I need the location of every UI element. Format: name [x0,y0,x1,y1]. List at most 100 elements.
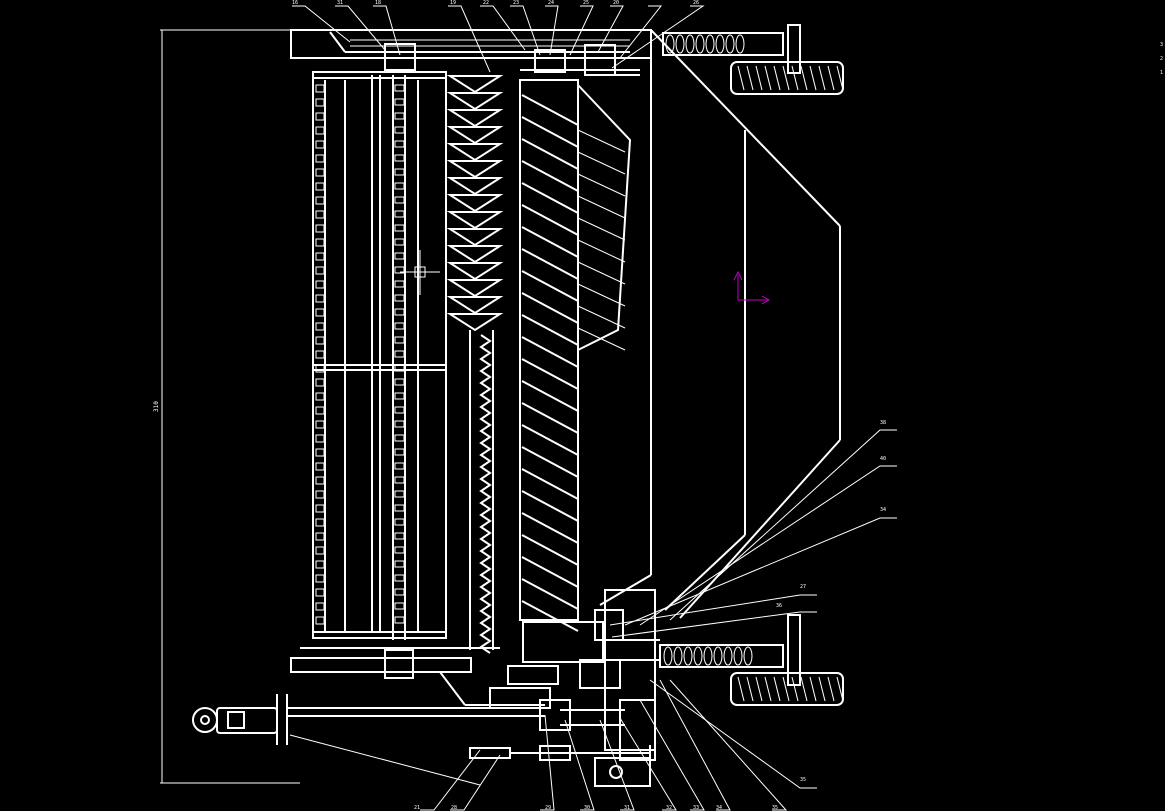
chain-links-left [315,84,325,625]
crosshair-cursor-icon [400,250,440,295]
slat [521,182,579,214]
slat [521,336,579,368]
knurl-line [737,65,745,91]
slat [521,226,579,258]
slat [521,314,579,346]
comb-tooth [446,211,504,230]
chain-link [394,252,405,260]
spring-coil [733,646,743,666]
knurl-line [827,676,835,702]
callout-19: 19 [450,0,456,6]
spring-coil [675,34,685,54]
chain-link [315,252,325,261]
chain-link [394,574,405,582]
chain-link [315,98,325,107]
chain-link [394,84,405,92]
spring-coil [663,646,673,666]
chain-link [394,266,405,274]
comb-tooth [446,126,504,145]
hydraulic-cylinder [192,694,545,786]
callout-16: 16 [292,0,298,6]
callout-labels-right: 38 40 34 27 36 35 [776,420,886,783]
chain-link [315,224,325,233]
spring-coil [693,646,703,666]
chain-link [394,560,405,568]
knurl-line [791,65,799,91]
leader-lines [292,5,897,811]
chain-link [315,168,325,177]
slat [521,270,579,302]
chain-link [315,392,325,401]
chain-link [394,336,405,344]
spring-coil [685,34,695,54]
chain-link [315,364,325,373]
callout-labels-bottom: 21 28 29 30 31 32 33 34 35 [414,805,778,811]
chain-link [394,98,405,106]
knurl-line [809,65,817,91]
chain-link [394,588,405,596]
chain-link [315,462,325,471]
slat [521,600,579,632]
chain-link [394,378,405,386]
chain-link [394,546,405,554]
comb-tooth [446,245,504,264]
callout-23: 23 [513,0,519,6]
ucs-axis-icon [733,270,771,305]
chain-link [394,238,405,246]
comb-tooth [446,262,504,281]
knurl-line [836,676,844,702]
chain-link [315,574,325,583]
chain-link [394,532,405,540]
knurl-line [755,676,763,702]
chain-link [315,448,325,457]
callout-b33: 33 [693,805,699,811]
slat [577,173,626,197]
slat [521,204,579,236]
chain-link [315,490,325,499]
comb-tooth [446,75,504,94]
chain-link [315,140,325,149]
knurl-line [800,676,808,702]
slat [577,151,626,175]
knurl-line [764,676,772,702]
chain-link [315,210,325,219]
chain-link [315,518,325,527]
chain-link [315,350,325,359]
chain-link [315,378,325,387]
callout-b35: 35 [772,805,778,811]
comb-tooth [446,160,504,179]
chain-link [315,546,325,555]
chain-link [394,476,405,484]
chain-link [394,224,405,232]
chain-link [394,196,405,204]
chain-link [394,602,405,610]
slat [521,380,579,412]
callout-34: 34 [880,507,886,513]
chain-link [315,322,325,331]
chain-link [394,126,405,134]
chain-link [394,518,405,526]
slat [521,446,579,478]
spring-coil [725,34,735,54]
top-frame-plate [290,29,652,76]
comb-tooth [446,296,504,315]
chain-link [394,504,405,512]
spring-coil [683,646,693,666]
spring-coil [713,646,723,666]
slat [521,248,579,280]
hopper-outline [599,29,841,619]
callout-38: 38 [880,420,886,426]
chain-link [315,532,325,541]
knurl-line [746,676,754,702]
callout-b32: 32 [666,805,672,811]
slat [521,94,579,126]
chain-link [394,364,405,372]
chain-link [315,406,325,415]
slat [521,534,579,566]
chain-link [394,322,405,330]
slat [577,261,626,285]
knurl-line [827,65,835,91]
comb-tooth [446,177,504,196]
spring-coil [715,34,725,54]
chain-link [315,560,325,569]
